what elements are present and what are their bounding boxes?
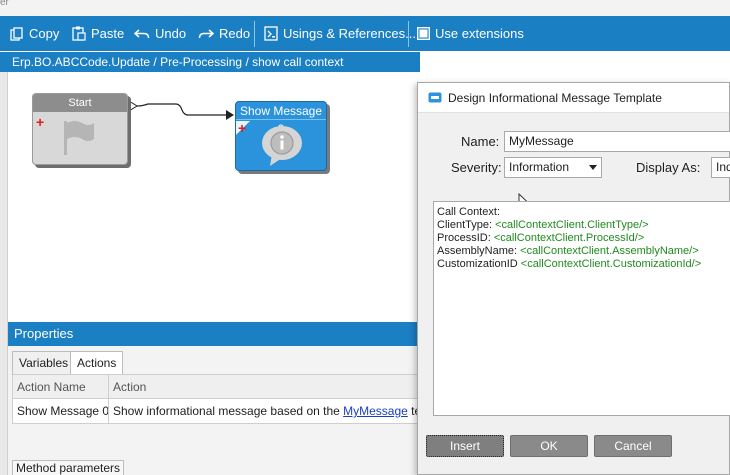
- template-text: CustomizationID: [437, 258, 521, 270]
- severity-value: Information: [509, 160, 570, 174]
- template-code: <callContextClient.AssemblyName/>: [520, 245, 699, 257]
- actions-table: Action Name Action Show Message 0 Show i…: [12, 374, 421, 424]
- action-text: Show informational message based on the: [113, 404, 344, 418]
- corner-tab: [236, 121, 250, 135]
- dialog-title-bar: Design Informational Message Template: [418, 83, 729, 113]
- breadcrumb: Erp.BO.ABCCode.Update / Pre-Processing /…: [0, 52, 420, 72]
- show-message-node[interactable]: Show Message 0 +: [235, 101, 327, 171]
- chevron-down-icon: [589, 165, 597, 170]
- template-text: ProcessID:: [437, 232, 494, 244]
- paste-icon: [72, 26, 86, 41]
- undo-icon: [134, 28, 150, 38]
- dialog-title: Design Informational Message Template: [448, 91, 662, 105]
- name-label: Name:: [461, 134, 500, 149]
- table-header: Action Name Action: [13, 375, 419, 399]
- redo-button[interactable]: Redo: [198, 16, 250, 51]
- redo-icon: [198, 28, 214, 38]
- ok-button[interactable]: OK: [510, 435, 588, 457]
- toolbar: Copy Paste Undo Redo Usings & References…: [0, 16, 730, 51]
- template-text: ClientType:: [437, 219, 496, 231]
- cancel-button[interactable]: Cancel: [594, 435, 672, 457]
- undo-label: Undo: [155, 26, 187, 41]
- action-cell: Show informational message based on the …: [109, 399, 421, 424]
- info-bubble-icon: [262, 126, 302, 166]
- properties-header: Properties: [8, 322, 420, 346]
- column-header-action[interactable]: Action: [113, 380, 147, 394]
- copy-button[interactable]: Copy: [10, 16, 59, 51]
- plus-icon: +: [238, 120, 247, 136]
- redo-label: Redo: [219, 26, 251, 41]
- display-as-select[interactable]: Ind: [711, 157, 730, 178]
- template-code: <callContextClient.ProcessId/>: [493, 232, 645, 244]
- severity-select[interactable]: Information: [504, 157, 602, 178]
- connector-arrow: [128, 100, 234, 120]
- template-line: Call Context:: [437, 206, 729, 219]
- copy-icon: [10, 26, 23, 41]
- paste-button[interactable]: Paste: [72, 16, 124, 51]
- window-title-strip: er: [0, 0, 730, 16]
- paste-label: Paste: [91, 26, 125, 41]
- show-message-node-title: Show Message 0: [236, 102, 326, 136]
- insert-button[interactable]: Insert: [426, 435, 504, 457]
- checkbox-icon: [417, 27, 430, 40]
- flag-icon: [64, 121, 94, 155]
- use-extensions-label: Use extensions: [435, 26, 524, 41]
- tab-variables[interactable]: Variables: [12, 351, 76, 375]
- display-as-label: Display As:: [636, 160, 701, 175]
- column-header-action-name[interactable]: Action Name: [13, 375, 109, 398]
- plus-icon: +: [36, 114, 45, 130]
- template-line: CustomizationID <callContextClient.Custo…: [437, 258, 729, 271]
- use-extensions-toggle[interactable]: Use extensions: [417, 16, 524, 51]
- template-line: ClientType: <callContextClient.ClientTyp…: [437, 219, 729, 232]
- template-code: <callContextClient.CustomizationId/>: [520, 258, 702, 270]
- toolbar-divider: [254, 21, 255, 47]
- undo-button[interactable]: Undo: [134, 16, 186, 51]
- design-message-dialog: Design Informational Message Template Na…: [417, 82, 730, 475]
- action-text-suffix: te: [407, 404, 421, 418]
- template-editor[interactable]: Call Context: ClientType: <callContextCl…: [433, 201, 730, 416]
- name-input[interactable]: MyMessage: [504, 131, 730, 152]
- usings-references-button[interactable]: Usings & References...: [264, 16, 416, 51]
- dialog-app-icon: [428, 92, 442, 103]
- template-text: AssemblyName:: [437, 245, 521, 257]
- table-row[interactable]: Show Message 0 Show informational messag…: [13, 399, 421, 424]
- title-fragment: er: [0, 0, 9, 8]
- severity-label: Severity:: [451, 160, 502, 175]
- template-code: <callContextClient.ClientType/>: [495, 219, 649, 231]
- usings-label: Usings & References...: [283, 26, 416, 41]
- start-node[interactable]: Start +: [32, 93, 128, 165]
- template-line: ProcessID: <callContextClient.ProcessId/…: [437, 232, 729, 245]
- start-node-title: Start: [33, 94, 127, 112]
- template-text: Call Context:: [437, 206, 500, 218]
- action-name-cell: Show Message 0: [13, 399, 109, 424]
- tab-method-parameters[interactable]: Method parameters: [12, 460, 124, 475]
- template-line: AssemblyName: <callContextClient.Assembl…: [437, 245, 729, 258]
- toolbar-divider: [408, 21, 409, 47]
- usings-icon: [264, 26, 278, 41]
- left-gutter: [0, 72, 8, 475]
- tab-actions[interactable]: Actions: [70, 351, 124, 375]
- copy-label: Copy: [29, 26, 60, 41]
- message-link[interactable]: MyMessage: [343, 404, 408, 418]
